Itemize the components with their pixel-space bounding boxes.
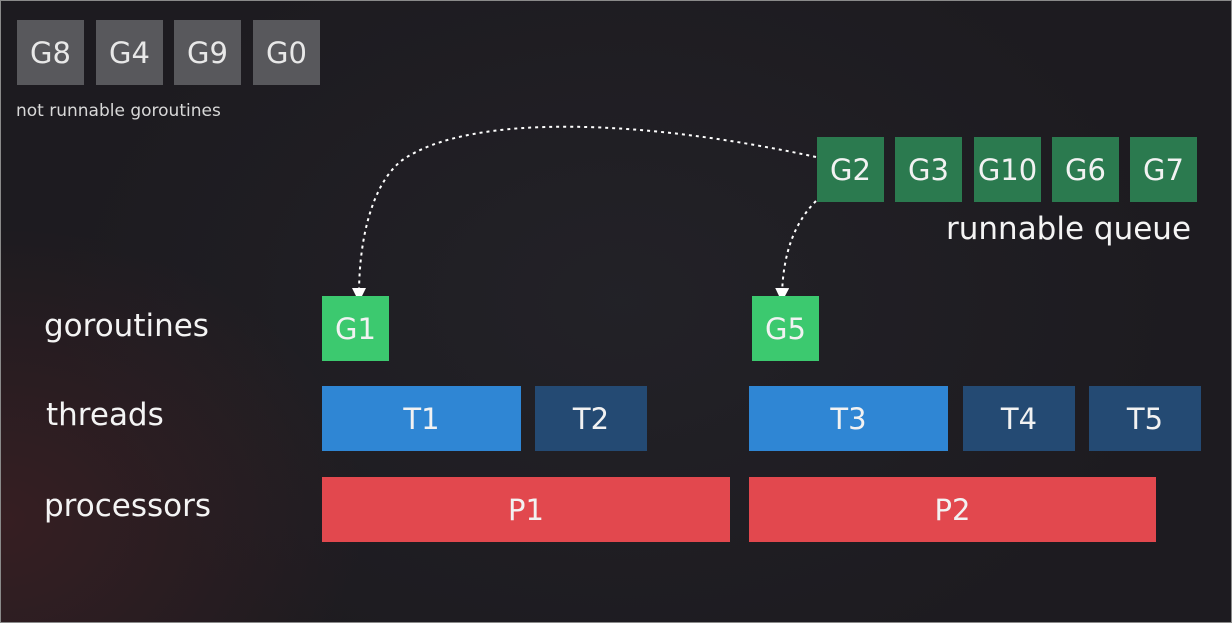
not-runnable-goroutine-g8: G8	[17, 20, 84, 85]
queued-goroutine-g3: G3	[895, 137, 962, 202]
queued-goroutine-g10: G10	[974, 137, 1041, 202]
not-runnable-goroutine-g0: G0	[253, 20, 320, 85]
queued-goroutine-g6: G6	[1052, 137, 1119, 202]
row-label-goroutines: goroutines	[44, 308, 209, 344]
processor-p2: P2	[749, 477, 1156, 542]
arrow-g2-to-g5	[775, 200, 817, 302]
not-runnable-goroutine-g9: G9	[174, 20, 241, 85]
thread-t4: T4	[963, 386, 1075, 451]
queued-goroutine-g2: G2	[817, 137, 884, 202]
row-label-processors: processors	[44, 488, 211, 524]
arrow-g2-to-g1	[352, 125, 817, 302]
thread-t5: T5	[1089, 386, 1201, 451]
not-runnable-caption: not runnable goroutines	[16, 101, 221, 121]
running-goroutine-g5: G5	[752, 296, 819, 361]
not-runnable-goroutine-g4: G4	[96, 20, 163, 85]
row-label-threads: threads	[46, 397, 164, 433]
queued-goroutine-g7: G7	[1130, 137, 1197, 202]
thread-t2: T2	[535, 386, 647, 451]
thread-t3: T3	[749, 386, 948, 451]
running-goroutine-g1: G1	[322, 296, 389, 361]
thread-t1: T1	[322, 386, 521, 451]
runnable-queue-caption: runnable queue	[946, 211, 1192, 247]
processor-p1: P1	[322, 477, 730, 542]
